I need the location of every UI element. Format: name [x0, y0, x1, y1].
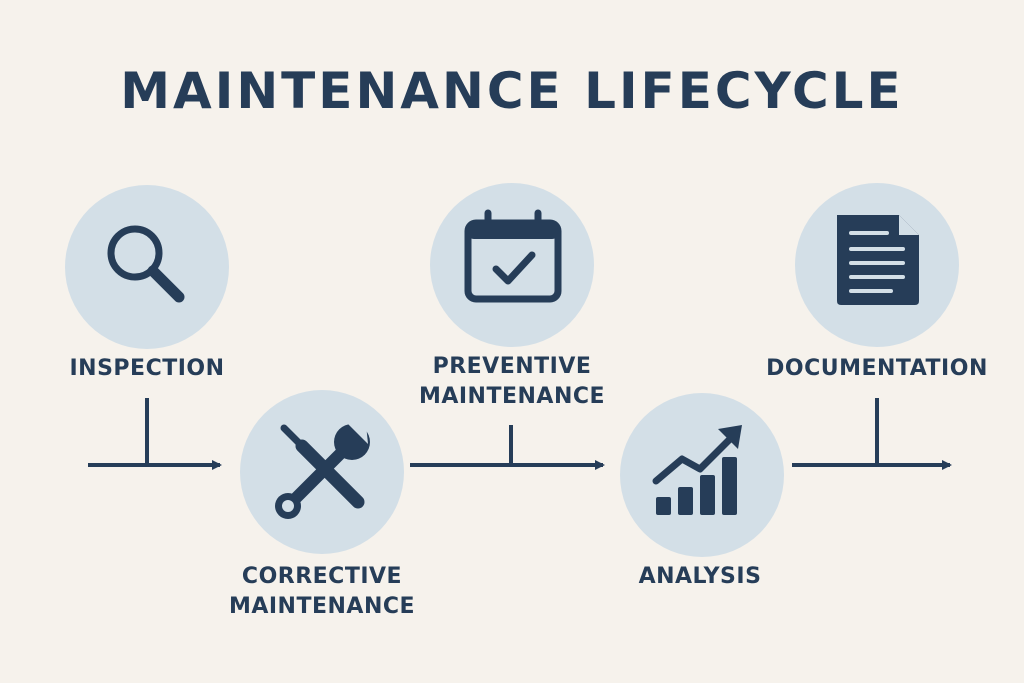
step-documentation-label: DOCUMENTATION	[766, 356, 988, 381]
step-inspection-circle	[65, 185, 229, 349]
step-documentation-circle	[795, 183, 959, 347]
wrench-screwdriver-icon	[275, 422, 370, 519]
bar-chart-trend-icon	[652, 425, 742, 515]
step-corrective-label: CORRECTIVE MAINTENANCE	[228, 564, 416, 619]
step-preventive-label: PREVENTIVE MAINTENANCE	[418, 354, 606, 409]
diagram-title: MAINTENANCE LIFECYCLE	[120, 62, 904, 120]
magnifying-glass-icon	[107, 225, 185, 303]
document-icon	[837, 215, 919, 305]
calendar-check-icon	[464, 209, 562, 303]
step-corrective-circle	[240, 390, 404, 554]
step-analysis-circle	[620, 393, 784, 557]
step-analysis-label: ANALYSIS	[638, 564, 762, 589]
step-inspection-label: INSPECTION	[69, 356, 225, 381]
step-preventive-circle	[430, 183, 594, 347]
